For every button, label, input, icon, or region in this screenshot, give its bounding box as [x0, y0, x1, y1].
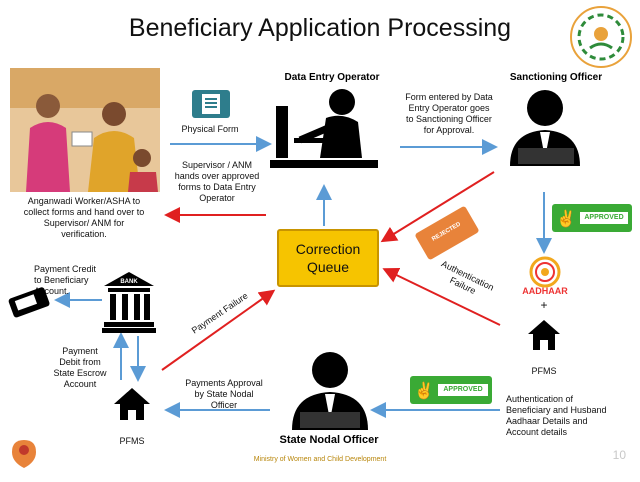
correction-queue-box: Correction Queue	[277, 229, 379, 287]
aadhaar-label: AADHAAR	[522, 286, 568, 296]
payment-credit-text: Payment Credit to Beneficiary Account.	[34, 264, 97, 296]
bank-label: BANK	[120, 279, 138, 285]
anganwadi-text: Anganwadi Worker/ASHA to collect forms a…	[23, 196, 145, 239]
state-nodal-officer-title: State Nodal Officer	[279, 434, 379, 446]
data-entry-operator-title: Data Entry Operator	[284, 72, 380, 83]
plus-sign: +	[540, 298, 548, 312]
page-number: 10	[612, 448, 626, 462]
arrow-auth-failure	[382, 268, 501, 326]
thumbs-up-icon: ✌	[414, 383, 434, 400]
pfms-home-icon-left	[114, 388, 150, 420]
authentication-details-text: Authentication of Beneficiary and Husban…	[506, 394, 607, 437]
thumbs-up-icon: ✌	[556, 211, 576, 228]
money-icon	[8, 287, 50, 318]
sanctioning-officer-title: Sanctioning Officer	[509, 72, 603, 83]
physical-form-icon	[192, 90, 230, 118]
wcd-logo	[12, 440, 36, 468]
form-entered-text: Form entered by Data Entry Operator goes…	[405, 92, 493, 135]
footer-ministry: Ministry of Women and Child Development	[253, 456, 387, 463]
supervisor-handover-text: Supervisor / ANM hands over approved for…	[174, 160, 260, 203]
payments-approval-text: Payments Approval by State Nodal Officer	[185, 378, 263, 410]
payment-debit-text: Payment Debit from State Escrow Account	[53, 346, 107, 389]
approved-badge-top: ✌ APPROVED	[552, 204, 632, 232]
bank-icon	[102, 272, 156, 333]
physical-form-label: Physical Form	[181, 124, 239, 134]
pfms-right-label: PFMS	[531, 366, 557, 376]
page-title: Beneficiary Application Processing	[128, 14, 512, 42]
correction-queue-line2: Queue	[306, 259, 350, 275]
anganwadi-illustration	[10, 68, 160, 192]
data-entry-operator-icon	[270, 89, 378, 168]
arrow-rejected	[380, 171, 495, 243]
state-nodal-officer-icon	[292, 352, 368, 430]
sanctioning-officer-icon	[510, 90, 580, 166]
approved-badge-bottom: ✌ APPROVED	[410, 376, 492, 404]
pfms-home-icon-right	[528, 320, 560, 350]
aadhaar-logo	[529, 256, 561, 288]
pfms-left-label: PFMS	[119, 436, 145, 446]
correction-queue-line1: Correction	[295, 241, 361, 257]
pmmvy-logo	[570, 6, 632, 68]
arrow-payment-failure	[161, 289, 276, 371]
